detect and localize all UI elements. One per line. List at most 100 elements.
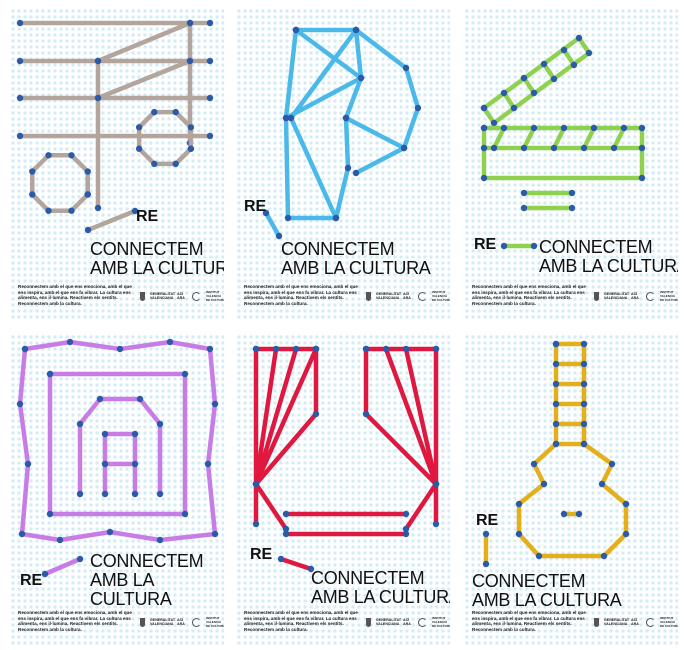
dot-node — [172, 108, 179, 116]
dot-node — [156, 536, 164, 544]
dot-node — [94, 57, 102, 65]
ballet-shoes-icon — [262, 26, 422, 240]
logo-ivc: INSTITUT VALENCIÀ DE CULTURA — [660, 616, 678, 628]
dot-node — [515, 500, 523, 508]
line-segment — [77, 396, 163, 497]
line-segment — [363, 346, 439, 487]
dot-node — [622, 530, 630, 538]
dot-node — [580, 420, 588, 428]
dot-node — [520, 144, 528, 152]
dot-node — [620, 124, 628, 132]
dot-node — [480, 104, 488, 112]
theatre-curtain-icon — [252, 345, 440, 573]
dot-node — [414, 104, 422, 112]
crest-icon — [594, 291, 599, 301]
dot-node — [332, 214, 340, 222]
dot-node — [638, 144, 646, 152]
line-segment — [516, 441, 629, 559]
line-segment — [283, 75, 364, 121]
ivc-logo-icon — [646, 617, 655, 627]
picture-frame-icon — [16, 338, 219, 578]
dot-node — [151, 160, 158, 168]
headline-line: CONNECTEM — [539, 237, 653, 257]
dot-node — [24, 460, 32, 468]
dot-node — [68, 152, 75, 159]
dot-node — [282, 114, 290, 122]
headline-line: AMB LA — [90, 570, 155, 590]
ivc-logo-icon — [646, 291, 655, 301]
line-segment — [581, 125, 597, 151]
line-segment — [481, 35, 592, 126]
line-segment — [553, 341, 587, 447]
headline-line: CULTURA — [90, 589, 172, 609]
dot-node — [131, 490, 139, 498]
dot-node — [292, 26, 300, 34]
line-segment — [353, 27, 421, 176]
dot-node — [402, 525, 410, 533]
dot-node — [16, 94, 24, 102]
music-staff-icon — [16, 19, 214, 234]
dot-node — [638, 124, 646, 132]
line-segment — [95, 20, 193, 64]
dot-node — [638, 174, 646, 182]
dot-node — [530, 89, 538, 97]
dot-node — [76, 555, 84, 563]
dot-node — [18, 530, 26, 538]
dot-node — [357, 74, 365, 82]
dot-node — [156, 490, 164, 498]
dot-node — [172, 160, 179, 168]
dot-node — [352, 169, 360, 177]
dot-node — [400, 144, 408, 152]
dot-node — [535, 552, 543, 560]
dot-node — [580, 380, 588, 388]
dot-node — [187, 145, 195, 152]
line-segment — [383, 346, 439, 487]
dot-node — [480, 124, 488, 132]
body-text: Reconnectem amb el que ens emociona, amb… — [18, 610, 132, 632]
dot-node — [585, 49, 593, 57]
ivc-logo-icon — [192, 617, 201, 627]
headline-line: AMB LA CULTURA — [281, 258, 431, 278]
dot-node — [600, 552, 608, 560]
crest-icon — [140, 617, 145, 627]
dot-node — [56, 536, 64, 544]
dot-node — [16, 57, 24, 65]
dot-node — [76, 490, 84, 498]
dot-node — [482, 560, 490, 568]
line-segment — [288, 27, 359, 121]
re-prefix: RE — [474, 236, 497, 253]
dot-node — [156, 420, 164, 428]
line-segment — [611, 125, 627, 151]
dot-node — [515, 530, 523, 538]
dot-node — [568, 189, 576, 197]
dot-node — [575, 34, 583, 42]
headline-line: AMB LA CULTURA — [90, 258, 224, 278]
dot-node — [580, 144, 588, 152]
dot-node — [352, 26, 360, 34]
dot-node — [136, 395, 144, 403]
dot-node — [252, 480, 260, 488]
dot-node — [480, 174, 488, 182]
dot-node — [46, 510, 54, 518]
logo-ivc: INSTITUT VALENCIÀ DE CULTURA — [432, 290, 450, 302]
dot-node — [101, 430, 109, 438]
dot-node — [84, 226, 92, 234]
line-segment — [42, 556, 83, 577]
dot-node — [21, 345, 29, 353]
dot-node — [46, 370, 54, 378]
dot-node — [106, 528, 114, 536]
dot-node — [94, 94, 102, 102]
re-prefix: RE — [244, 198, 267, 215]
headline-line: CONNECTEM — [281, 239, 395, 259]
dot-node — [287, 114, 295, 122]
footer: Reconnectem amb el que ens emociona, amb… — [18, 610, 224, 636]
dot-node — [520, 74, 528, 82]
dot-node — [550, 75, 558, 83]
